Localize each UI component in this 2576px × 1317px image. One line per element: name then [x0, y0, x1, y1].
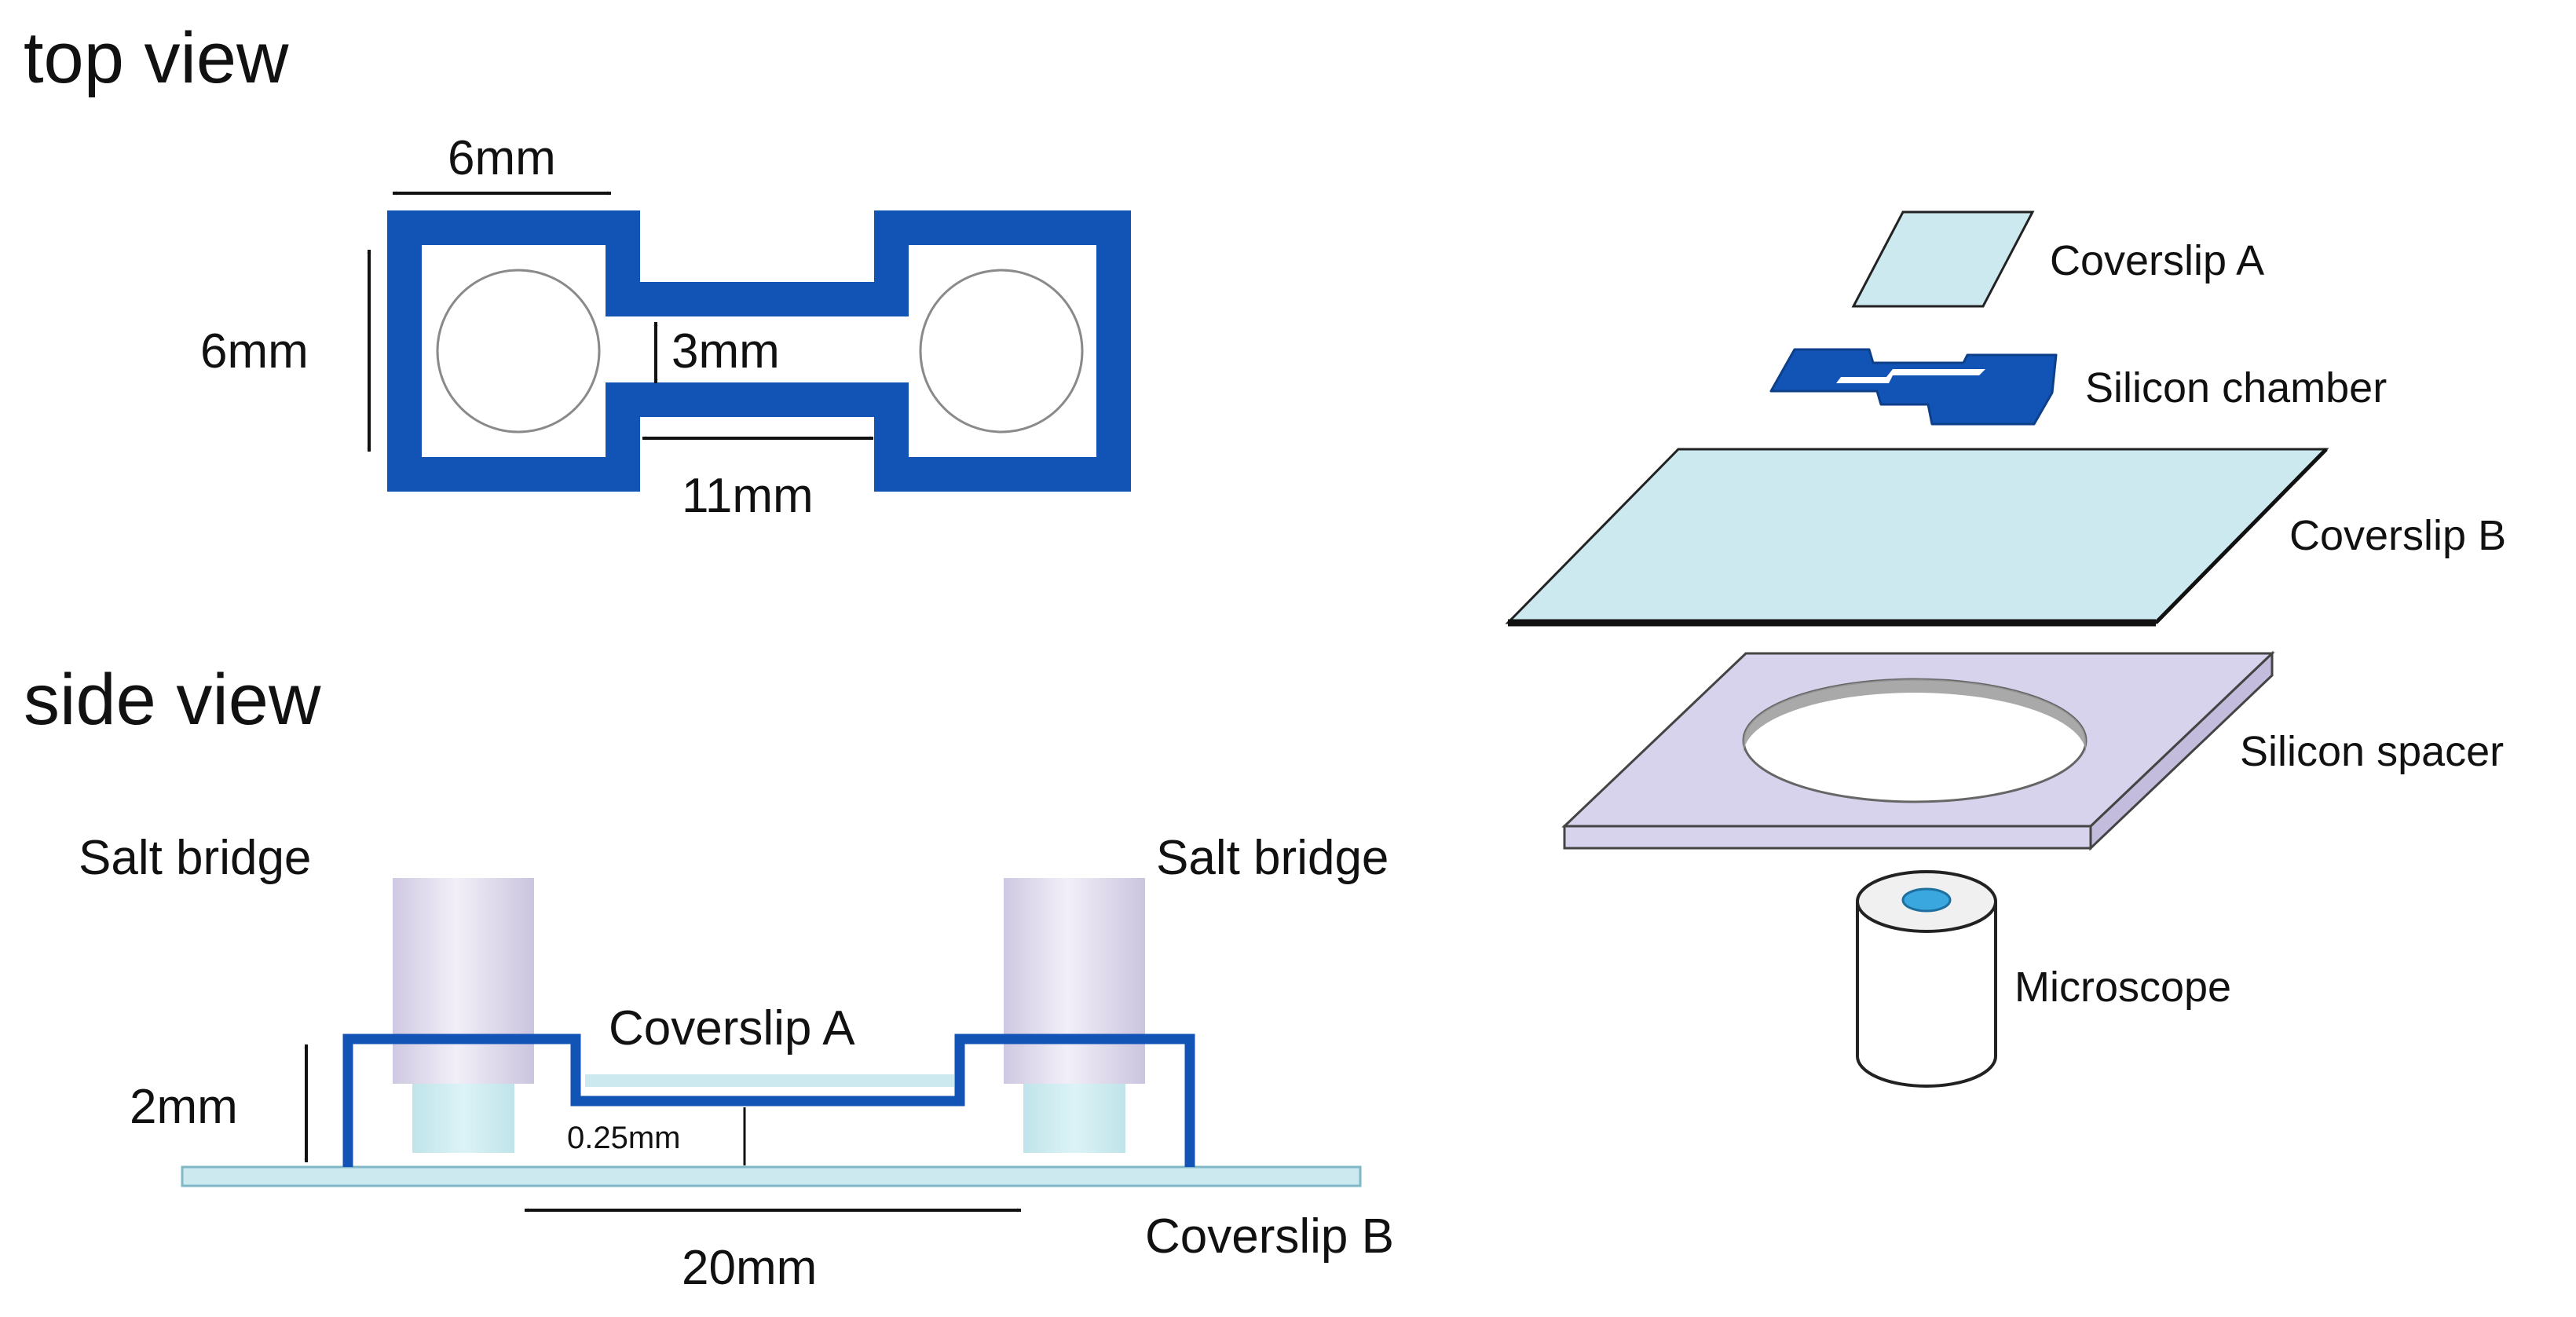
exploded-silicon-spacer-front — [1563, 825, 2092, 850]
dim-length: 20mm — [682, 1241, 817, 1295]
exploded-label-microscope: Microscope — [2014, 964, 2231, 1011]
side-label-salt-bridge-left: Salt bridge — [79, 831, 311, 885]
side-view-heading: side view — [24, 660, 321, 740]
right-salt-bridge-tip — [1023, 1084, 1125, 1153]
dim-channel-width: 3mm — [671, 324, 780, 379]
top-view: top view 6mm 6mm 3mm 11mm — [24, 18, 1131, 523]
side-label-coverslip-b: Coverslip B — [1145, 1209, 1394, 1264]
side-coverslip-a — [585, 1074, 954, 1087]
top-view-heading: top view — [24, 18, 289, 98]
right-well — [919, 269, 1084, 434]
exploded-silicon-chamber-channel — [1836, 369, 1985, 383]
exploded-microscope-lens — [1901, 887, 1952, 913]
side-chamber-profile — [342, 1033, 1195, 1167]
exploded-coverslip-b — [1505, 448, 2329, 624]
exploded-spacer-hole-wall — [1744, 679, 2086, 754]
dim-chamber-height: 6mm — [200, 324, 309, 379]
exploded-microscope-body — [1856, 902, 1997, 1088]
exploded-label-coverslip-b: Coverslip B — [2289, 512, 2506, 559]
side-label-coverslip-a: Coverslip A — [609, 1001, 855, 1055]
left-well — [436, 269, 601, 434]
exploded-label-silicon-chamber: Silicon chamber — [2085, 364, 2387, 412]
dim-chamber-width: 6mm — [448, 131, 556, 185]
exploded-label-coverslip-a: Coverslip A — [2050, 237, 2264, 284]
dim-channel-length: 11mm — [682, 469, 814, 523]
exploded-coverslip-a — [1851, 210, 2035, 308]
dim-height: 2mm — [130, 1080, 238, 1134]
exploded-label-silicon-spacer: Silicon spacer — [2240, 728, 2504, 775]
side-view: side view Salt bridge Salt bridge Covers… — [24, 660, 1394, 1295]
side-label-salt-bridge-right: Salt bridge — [1156, 831, 1389, 885]
exploded-silicon-chamber — [1769, 348, 2058, 426]
exploded-view: Coverslip A Silicon chamber Coverslip B … — [1505, 210, 2506, 1088]
chamber-outline — [387, 210, 1131, 492]
side-coverslip-b — [181, 1165, 1362, 1187]
left-salt-bridge — [393, 878, 534, 1084]
dim-gap: 0.25mm — [567, 1121, 681, 1155]
left-salt-bridge-tip — [412, 1084, 514, 1153]
right-salt-bridge — [1004, 878, 1145, 1084]
exploded-coverslip-b-side — [2154, 448, 2328, 624]
